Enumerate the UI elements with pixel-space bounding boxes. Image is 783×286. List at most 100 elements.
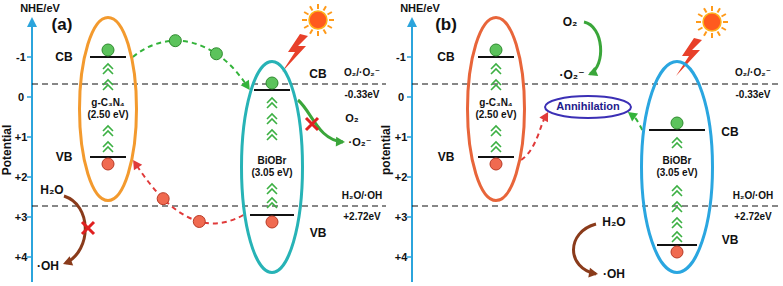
band-gap-value: (3.05 eV) [251, 167, 292, 179]
sun-icon [309, 11, 327, 29]
semiconductor-ellipse: BiOBr(3.05 eV) [640, 60, 714, 274]
node-text-holder: BiOBr(3.05 eV) [240, 60, 304, 274]
reaction-arrow-head [63, 256, 73, 265]
axis-tick [407, 56, 412, 58]
excitation-chevron [103, 64, 113, 74]
potential-value: -0.33eV [344, 90, 379, 100]
sun-ray [324, 30, 327, 34]
sun-ray [718, 32, 721, 36]
excitation-chevron [491, 142, 501, 152]
hole-ball [102, 158, 114, 170]
axis-tick [407, 136, 412, 138]
moving-carrier [157, 193, 169, 205]
axis-unit: NHE/eV [400, 3, 440, 14]
tick-value: +1 [15, 132, 28, 143]
excitation-chevron [103, 126, 113, 136]
material-name: g-C₃N₄ [479, 97, 512, 109]
axis-tick [407, 216, 412, 218]
annihilation-ellipse: Annihilation [544, 95, 632, 119]
tick-value: +3 [15, 212, 28, 223]
species-name: O₂ [563, 16, 578, 28]
sun-ray [723, 21, 728, 23]
sun-ray [711, 6, 713, 11]
semiconductor-ellipse: BiOBr(3.05 eV) [240, 60, 304, 274]
redox-couple: O₂/·O₂⁻ [735, 68, 771, 78]
redox-couple: H₂O/·OH [733, 191, 774, 201]
ellipse-border [468, 18, 525, 201]
tick-value: +2 [15, 172, 28, 183]
sun-ray [304, 12, 308, 15]
light-bolt [676, 38, 702, 76]
electron-ball [102, 44, 114, 56]
sun-ray [718, 8, 721, 12]
band-name: VB [310, 227, 327, 239]
moving-carrier [210, 48, 222, 60]
sun-ray [310, 6, 313, 10]
axis-arrow [27, 17, 37, 27]
redox-level-line [32, 205, 386, 206]
band-gap-value: (2.50 eV) [475, 109, 516, 121]
redox-couple: O₂/·O₂⁻ [344, 68, 380, 78]
species-name: ·O₂⁻ [560, 69, 585, 81]
electron-ball [671, 117, 683, 129]
sun-ray [304, 26, 308, 29]
sun-ray [317, 4, 319, 9]
potential-value: +2.72eV [343, 212, 381, 222]
potential-axis [411, 25, 413, 282]
transfer-arrow-head [539, 112, 548, 122]
excitation-chevron [672, 186, 682, 196]
band-name: CB [437, 51, 454, 63]
tick-value: +3 [395, 212, 408, 223]
tick-value: -1 [16, 52, 26, 63]
axis-tick [27, 136, 32, 138]
sun-ray [696, 21, 701, 23]
axis-tick [407, 96, 412, 98]
hole-ball [266, 216, 278, 228]
axis-title: potential [380, 125, 392, 175]
excitation-chevron [672, 202, 682, 212]
reaction-arrow-head [336, 137, 345, 147]
reaction-arrow [298, 100, 343, 142]
sun-ray [328, 26, 332, 29]
sun-ray [328, 12, 332, 15]
transfer-path [634, 116, 643, 130]
tick-value: +4 [395, 252, 408, 263]
species-name: ·OH [37, 260, 59, 272]
tick-value: -1 [396, 52, 406, 63]
sun-ray [329, 19, 334, 21]
hole-ball [490, 158, 502, 170]
hole-ball [671, 246, 683, 258]
sun-ray [704, 32, 707, 36]
material-name: g-C₃N₄ [91, 97, 124, 109]
node-text-holder: BiOBr(3.05 eV) [640, 60, 714, 274]
band-name: CB [721, 126, 738, 138]
sun-ray [698, 14, 702, 17]
axis-tick [27, 216, 32, 218]
excitation-chevron [103, 80, 113, 90]
sun-ray [704, 8, 707, 12]
transfer-path [137, 166, 243, 223]
electron-ball [490, 44, 502, 56]
potential-axis [31, 25, 33, 282]
electron-ball [266, 77, 278, 89]
material-name: BiOBr [258, 155, 287, 167]
axis-arrow [407, 17, 417, 27]
excitation-chevron [267, 114, 277, 124]
sun-ray [310, 30, 313, 34]
band-gap-value: (3.05 eV) [656, 167, 697, 179]
potential-value: +2.72eV [734, 212, 772, 222]
panel-letter: (b) [435, 16, 457, 33]
ellipse-border [545, 96, 631, 118]
potential-value: -0.33eV [735, 90, 770, 100]
reaction-arrow-head [588, 67, 598, 76]
transfer-path [133, 41, 246, 84]
axis-tick [27, 96, 32, 98]
blocked-cross [82, 222, 94, 234]
tick-value: 0 [398, 92, 404, 103]
node-text-holder: g-C₃N₄(2.50 eV) [466, 16, 526, 202]
redox-level-line [32, 83, 386, 84]
reaction-arrow [64, 196, 85, 263]
transfer-arrow-head [133, 160, 142, 170]
material-name: BiOBr [663, 155, 692, 167]
species-name: H₂O [602, 216, 625, 228]
